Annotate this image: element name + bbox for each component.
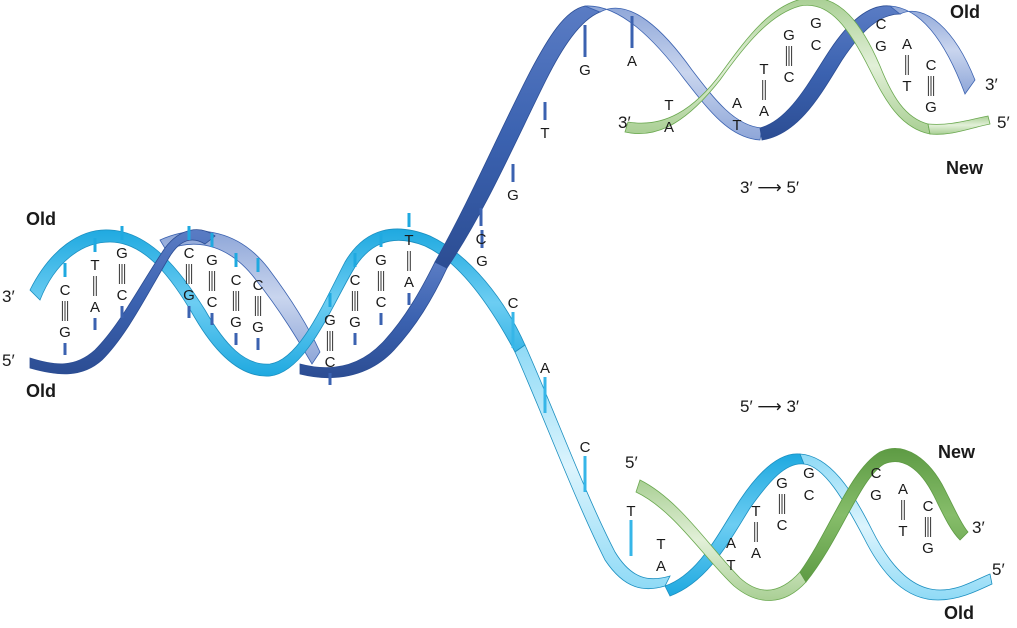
base-letter: T (898, 523, 907, 540)
base-letter: T (404, 232, 413, 249)
base-letter: C (508, 295, 519, 312)
base-letter: C (784, 69, 795, 86)
five-prime-lower-new: 5′ (625, 453, 638, 472)
new-strand-upper-end (927, 115, 991, 135)
three-prime-upper-new: 3′ (618, 113, 631, 132)
base-letter: G (183, 287, 195, 304)
base-letter: G (875, 38, 887, 55)
base-letter: C (777, 517, 788, 534)
old-label-upper-right: Old (950, 2, 980, 22)
base-letter: C (350, 272, 361, 289)
base-letter: G (870, 487, 882, 504)
new-strand-lower-front (799, 448, 969, 583)
base-letter: C (580, 439, 591, 456)
direction-lower: 5′ ⟶ 3′ (740, 397, 799, 416)
base-letter: G (925, 99, 937, 116)
base-letter: C (231, 272, 242, 289)
base-letter: C (476, 231, 487, 248)
base-letter: C (376, 294, 387, 311)
upper-branch (434, 0, 991, 269)
base-letter: A (664, 119, 674, 136)
base-letter: T (751, 503, 760, 520)
base-letter: A (902, 36, 912, 53)
base-letter: T (732, 117, 741, 134)
base-letter: T (902, 78, 911, 95)
base-letter: A (751, 545, 761, 562)
dark-strand-parent (29, 229, 216, 375)
base-letter: C (804, 487, 815, 504)
old-label-top-left: Old (26, 209, 56, 229)
base-letter: T (759, 61, 768, 78)
base-letter: C (60, 282, 71, 299)
base-letter: T (656, 536, 665, 553)
new-label-lower-right: New (938, 442, 976, 462)
old-label-lower-right: Old (944, 603, 974, 623)
base-letter: G (476, 253, 488, 270)
base-letter: T (664, 97, 673, 114)
base-letter: C (325, 354, 336, 371)
lower-branch (514, 344, 993, 601)
dark-strand-rising (434, 5, 602, 269)
base-letter: C (184, 245, 195, 262)
base-letter: G (252, 319, 264, 336)
base-letter: G (375, 252, 387, 269)
base-letter: A (627, 53, 637, 70)
base-letter: A (540, 360, 550, 377)
base-letter: C (117, 287, 128, 304)
base-letter: T (90, 257, 99, 274)
base-letter: G (349, 314, 361, 331)
new-label-upper-right: New (946, 158, 984, 178)
dark-strand-upper-end (888, 5, 976, 95)
five-prime-upper-right: 5′ (997, 113, 1010, 132)
base-letter: G (206, 252, 218, 269)
parent-helix (29, 228, 526, 379)
base-letter: A (898, 481, 908, 498)
base-pair-sticks (61, 16, 935, 556)
base-letter: A (656, 558, 666, 575)
base-letter: T (626, 503, 635, 520)
base-letter: G (59, 324, 71, 341)
base-letter: G (116, 245, 128, 262)
base-letter: C (923, 498, 934, 515)
base-letter: A (732, 95, 742, 112)
base-letter: C (926, 57, 937, 74)
five-prime-lower-right: 5′ (992, 560, 1005, 579)
base-letter: A (90, 299, 100, 316)
base-letter: G (803, 465, 815, 482)
light-strand-descending (514, 344, 671, 589)
base-letter: G (324, 312, 336, 329)
base-letter: G (783, 27, 795, 44)
base-letter: C (207, 294, 218, 311)
base-letter: G (230, 314, 242, 331)
three-prime-lower-right: 3′ (972, 518, 985, 537)
base-letter: A (404, 274, 414, 291)
base-letter: A (726, 535, 736, 552)
base-letter: A (759, 103, 769, 120)
base-letter: G (776, 475, 788, 492)
base-letter: C (871, 465, 882, 482)
three-prime-upper-right: 3′ (985, 75, 998, 94)
base-letter: C (876, 16, 887, 33)
base-letter: T (726, 557, 735, 574)
old-label-bottom-left: Old (26, 381, 56, 401)
base-letter: G (922, 540, 934, 557)
base-letter: G (507, 187, 519, 204)
base-letter: T (540, 125, 549, 142)
base-letter: C (811, 37, 822, 54)
direction-upper: 3′ ⟶ 5′ (740, 178, 799, 197)
base-letter: G (810, 15, 822, 32)
base-letter: C (253, 277, 264, 294)
five-prime-left: 5′ (2, 351, 15, 370)
base-letter: G (579, 62, 591, 79)
three-prime-left: 3′ (2, 287, 15, 306)
